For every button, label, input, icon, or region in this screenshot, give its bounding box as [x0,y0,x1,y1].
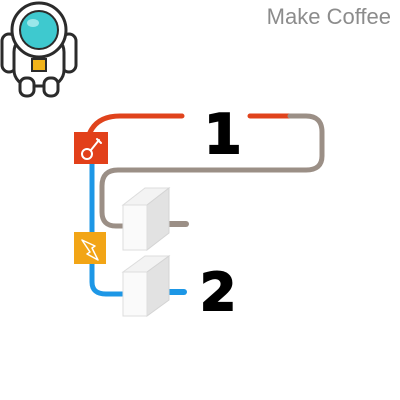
wire-red [85,113,293,141]
step-label-2: 2 [200,263,236,323]
lightning-icon[interactable] [74,232,106,264]
step-label-1: 1 [204,103,242,166]
guitar-icon[interactable] [74,132,108,164]
outlet-box-2[interactable] [121,255,171,317]
astronaut-icon[interactable] [0,1,78,98]
outlet-box-1[interactable] [121,186,171,252]
level-title: Make Coffee [266,4,391,29]
